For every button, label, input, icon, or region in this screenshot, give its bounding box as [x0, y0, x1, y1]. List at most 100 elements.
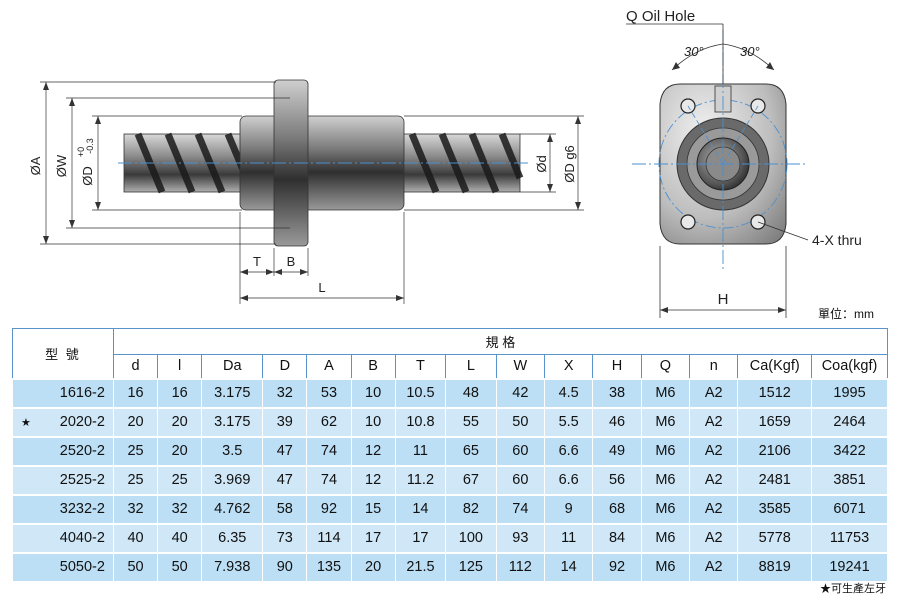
column-header: T	[394, 354, 447, 379]
table-cell: 2481	[737, 464, 813, 495]
table-cell: 100	[445, 522, 497, 553]
table-cell: 74	[495, 493, 546, 524]
label-thru: 4-X thru	[812, 232, 862, 248]
table-cell: 25	[112, 435, 159, 466]
table-cell: 53	[306, 377, 352, 408]
label-T: T	[253, 254, 261, 269]
table-cell: 4.762	[201, 493, 264, 524]
model-header: 型 號	[12, 328, 114, 379]
label-angle-right: 30°	[740, 44, 760, 59]
table-cell: 11.2	[394, 464, 447, 495]
model-number: 1616-2	[59, 385, 105, 401]
table-cell: 11	[394, 435, 447, 466]
table-cell: 92	[306, 493, 352, 524]
table-cell: 49	[592, 435, 642, 466]
table-cell: A2	[689, 406, 739, 437]
table-cell: 32	[112, 493, 159, 524]
table-cell: 17	[394, 522, 447, 553]
table-cell: 50	[112, 551, 159, 582]
table-cell: 42	[495, 377, 546, 408]
table-cell: 21.5	[394, 551, 447, 582]
table-cell: 1512	[737, 377, 813, 408]
table-cell: 112	[495, 551, 546, 582]
table-cell: A2	[689, 522, 739, 553]
table-cell: 11753	[811, 522, 888, 553]
model-cell: 5050-2	[12, 551, 114, 582]
left-thread-star: ★	[21, 416, 31, 429]
table-cell: 3.969	[201, 464, 264, 495]
table-cell: 14	[394, 493, 447, 524]
table-cell: 7.938	[201, 551, 264, 582]
model-number: 2520-2	[59, 443, 105, 459]
label-tol-upper: +0	[76, 147, 86, 157]
column-header: D	[262, 354, 308, 379]
label-dia-W: ØW	[54, 154, 69, 177]
table-cell: 74	[306, 464, 352, 495]
table-cell: 32	[262, 377, 308, 408]
column-header: Da	[201, 354, 264, 379]
table-cell: M6	[640, 551, 691, 582]
spec-header: 規 格	[112, 328, 889, 355]
table-cell: 3.175	[201, 377, 264, 408]
table-cell: 9	[543, 493, 594, 524]
table-cell: 10.8	[394, 406, 447, 437]
table-cell: 6071	[811, 493, 888, 524]
column-header: B	[350, 354, 396, 379]
table-cell: A2	[689, 493, 739, 524]
table-cell: 17	[350, 522, 396, 553]
table-cell: 3585	[737, 493, 813, 524]
label-L: L	[318, 280, 325, 295]
model-number: 2020-2	[59, 414, 105, 430]
table-cell: M6	[640, 377, 691, 408]
table-cell: 3.175	[201, 406, 264, 437]
column-header: X	[543, 354, 594, 379]
table-cell: 73	[262, 522, 308, 553]
table-cell: 82	[445, 493, 497, 524]
column-header: l	[157, 354, 203, 379]
label-dia-D-g6: ØD g6	[562, 145, 577, 183]
table-cell: 1995	[811, 377, 888, 408]
table-cell: 3422	[811, 435, 888, 466]
table-cell: 47	[262, 435, 308, 466]
table-cell: 10	[350, 377, 396, 408]
unit-label: 單位：mm	[818, 307, 874, 321]
table-cell: 62	[306, 406, 352, 437]
table-cell: 46	[592, 406, 642, 437]
column-header: Coa(kgf)	[811, 354, 888, 379]
table-cell: 47	[262, 464, 308, 495]
table-cell: 50	[157, 551, 203, 582]
table-cell: 50	[495, 406, 546, 437]
table-cell: 135	[306, 551, 352, 582]
table-cell: 6.35	[201, 522, 264, 553]
side-view: ØA ØW ØD +0 -0.3 Ød ØD g6 T B L	[28, 79, 584, 304]
table-cell: 8819	[737, 551, 813, 582]
table-cell: 14	[543, 551, 594, 582]
table-cell: 20	[157, 435, 203, 466]
table-cell: 60	[495, 464, 546, 495]
table-cell: 12	[350, 435, 396, 466]
table-cell: 68	[592, 493, 642, 524]
table-cell: 6.6	[543, 464, 594, 495]
table-cell: 11	[543, 522, 594, 553]
table-cell: 19241	[811, 551, 888, 582]
table-cell: 15	[350, 493, 396, 524]
table-cell: M6	[640, 522, 691, 553]
table-cell: 3851	[811, 464, 888, 495]
model-number: 4040-2	[59, 530, 105, 546]
table-cell: 4.5	[543, 377, 594, 408]
footnote: ★可生產左牙	[820, 583, 886, 595]
column-header: Ca(Kgf)	[737, 354, 813, 379]
label-oil-hole: Q Oil Hole	[626, 8, 695, 25]
model-cell: 2525-2	[12, 464, 114, 495]
model-cell: 3232-2	[12, 493, 114, 524]
table-cell: 6.6	[543, 435, 594, 466]
label-B: B	[287, 254, 296, 269]
label-H: H	[718, 291, 729, 308]
table-cell: 2106	[737, 435, 813, 466]
table-cell: 125	[445, 551, 497, 582]
table-cell: A2	[689, 551, 739, 582]
model-cell: 1616-2	[12, 377, 114, 408]
table-cell: 60	[495, 435, 546, 466]
